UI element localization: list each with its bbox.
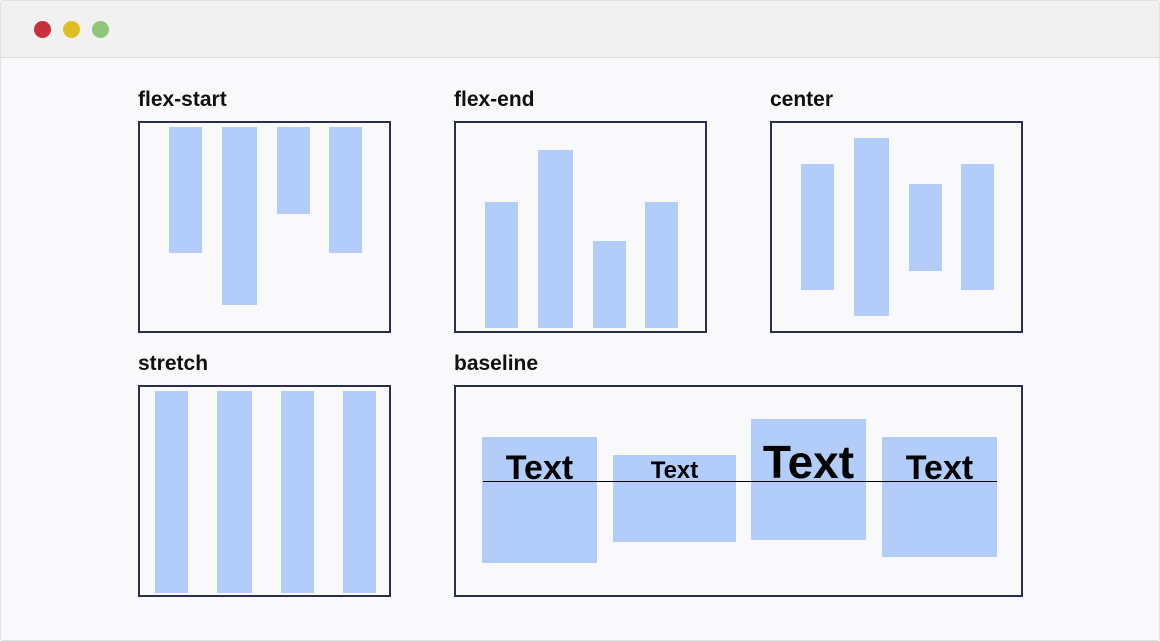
center-item	[909, 184, 942, 271]
title-bar	[1, 1, 1159, 58]
baseline-item-text: Text	[762, 436, 855, 488]
flex-end-item	[485, 202, 518, 328]
baseline-item: Text	[482, 437, 597, 563]
baseline-item-text: Text	[905, 449, 974, 487]
baseline-item: Text	[882, 437, 997, 557]
stretch-label: stretch	[138, 352, 209, 375]
center-item	[854, 138, 889, 316]
stretch-container	[138, 385, 391, 597]
flex-end-item	[593, 241, 626, 328]
stretch-item	[343, 391, 376, 593]
baseline-item-text: Text	[650, 457, 699, 484]
center-container	[770, 121, 1023, 333]
flex-start-item	[169, 127, 202, 253]
flex-end-item	[645, 202, 678, 328]
flex-end-container	[454, 121, 707, 333]
baseline-label: baseline	[454, 352, 539, 375]
stretch-item	[217, 391, 252, 593]
flex-start-item	[277, 127, 310, 214]
center-item	[961, 164, 994, 290]
stretch-item	[281, 391, 314, 593]
baseline-container: Text Text Text Text	[454, 385, 1023, 597]
baseline-item: Text	[613, 455, 736, 542]
close-button[interactable]	[34, 21, 51, 38]
baseline-guide-line	[483, 481, 997, 482]
zoom-button[interactable]	[92, 21, 109, 38]
flex-start-container	[138, 121, 391, 333]
flex-start-label: flex-start	[138, 88, 227, 111]
flex-end-item	[538, 150, 573, 328]
flex-end-label: flex-end	[454, 88, 535, 111]
flex-start-item	[329, 127, 362, 253]
stretch-item	[155, 391, 188, 593]
center-label: center	[770, 88, 834, 111]
center-item	[801, 164, 834, 290]
flex-start-item	[222, 127, 257, 305]
baseline-item: Text	[751, 419, 866, 540]
minimize-button[interactable]	[63, 21, 80, 38]
baseline-item-text: Text	[505, 449, 574, 487]
